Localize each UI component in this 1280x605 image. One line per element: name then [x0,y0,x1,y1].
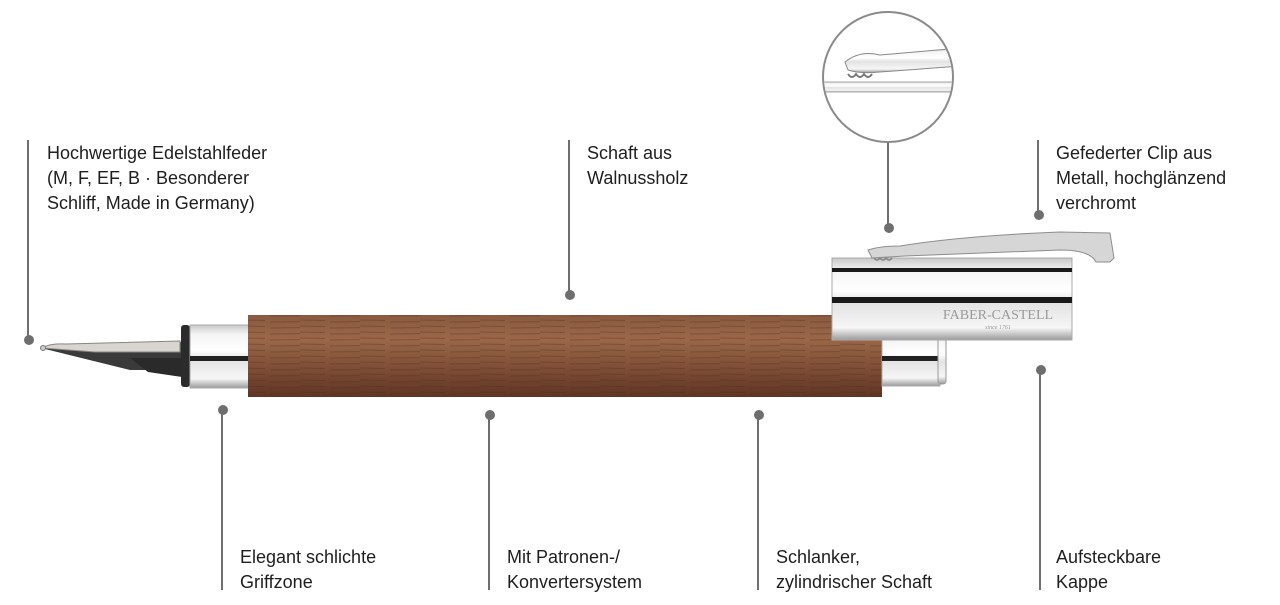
cap: FABER-CASTELL since 1761 [831,257,1073,341]
filling-leader-line [488,415,490,590]
callout-line: Kappe [1056,572,1109,592]
grip-leader-dot [218,405,228,415]
clip-detail-inset [822,11,954,143]
svg-text:since 1761: since 1761 [985,325,1011,331]
nib-leader-dot [24,335,34,345]
barrel-material-leader-line [568,140,570,295]
inset-leader-dot [884,223,894,233]
barrel-shape-callout: Schlanker, zylindrischer Schaft [776,545,932,595]
callout-line: verchromt [1056,193,1137,213]
callout-line: Aufsteckbare [1056,547,1162,567]
clip-leader-line [1037,140,1039,215]
nib-leader-line [27,140,29,340]
cap-leader-dot [1036,365,1046,375]
callout-line: Schliff, Made in Germany) [47,193,255,213]
callout-line: zylindrischer Schaft [776,572,933,592]
callout-line: Griffzone [240,572,313,592]
callout-line: Hochwertige Edelstahlfeder [47,143,268,163]
inset-leader-line [887,143,889,228]
barrel-material-leader-dot [565,290,575,300]
brand-logo: FABER-CASTELL [943,308,1053,323]
callout-line: Konvertersystem [507,572,643,592]
barrel-shape-leader-line [757,415,759,590]
barrel-shape-leader-dot [754,410,764,420]
nib [40,340,185,377]
cap-callout: Aufsteckbare Kappe [1056,545,1161,595]
grip-callout: Elegant schlichte Griffzone [240,545,376,595]
cap-leader-line [1039,370,1041,590]
filling-callout: Mit Patronen-/ Konvertersystem [507,545,642,595]
callout-line: Schaft aus [587,143,673,163]
wood-barrel [248,315,882,397]
filling-leader-dot [485,410,495,420]
callout-line: Elegant schlichte [240,547,377,567]
grip-leader-line [221,410,223,590]
clip-callout: Gefederter Clip aus Metall, hochglänzend… [1056,141,1226,216]
grip-section [181,324,251,389]
clip-leader-dot [1034,210,1044,220]
barrel-material-callout: Schaft aus Walnussholz [587,141,688,191]
callout-line: (M, F, EF, B · Besonderer [47,168,250,188]
callout-line: Schlanker, [776,547,861,567]
cap-clip [867,231,1115,263]
nib-callout: Hochwertige Edelstahlfeder (M, F, EF, B … [47,141,267,216]
callout-line: Metall, hochglänzend [1056,168,1227,188]
callout-line: Gefederter Clip aus [1056,143,1213,163]
callout-line: Mit Patronen-/ [507,547,621,567]
callout-line: Walnussholz [587,168,689,188]
